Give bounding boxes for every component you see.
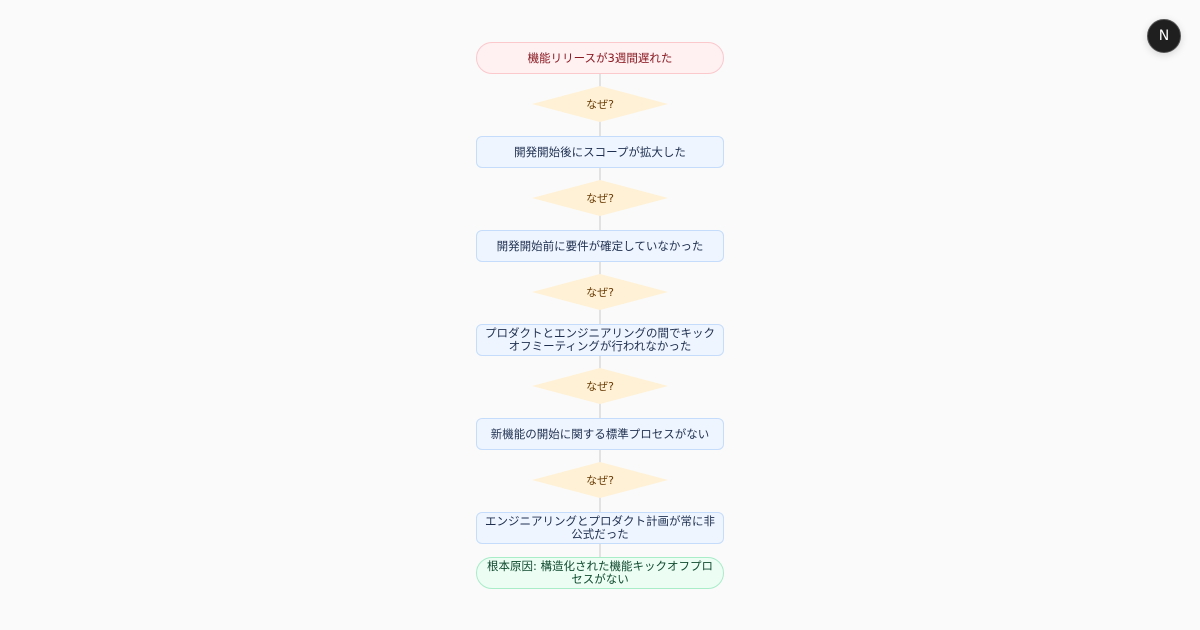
root-cause-node: 根本原因: 構造化された機能キックオフプロセスがない — [476, 557, 724, 589]
why-diamond: なぜ? — [532, 274, 668, 310]
step-node: プロダクトとエンジニアリングの間でキックオフミーティングが行われなかった — [476, 324, 724, 356]
step-node: 開発開始後にスコープが拡大した — [476, 136, 724, 168]
why-label: なぜ? — [586, 286, 614, 299]
step-label: 開発開始前に要件が確定していなかった — [496, 238, 704, 253]
avatar-letter: N — [1158, 28, 1170, 44]
why-diamond: なぜ? — [532, 368, 668, 404]
why-label: なぜ? — [586, 474, 614, 487]
avatar[interactable]: N — [1147, 19, 1181, 53]
why-diamond: なぜ? — [532, 86, 668, 122]
problem-label: 機能リリースが3週間遅れた — [527, 50, 673, 65]
why-diamond: なぜ? — [532, 462, 668, 498]
why-diamond: なぜ? — [532, 180, 668, 216]
connector — [599, 73, 601, 557]
step-node: 開発開始前に要件が確定していなかった — [476, 230, 724, 262]
root-cause-label: 根本原因: 構造化された機能キックオフプロセスがない — [486, 559, 714, 586]
step-label: 新機能の開始に関する標準プロセスがない — [490, 426, 710, 441]
step-label: エンジニアリングとプロダクト計画が常に非公式だった — [485, 514, 715, 541]
problem-node: 機能リリースが3週間遅れた — [476, 42, 724, 74]
step-label: 開発開始後にスコープが拡大した — [514, 144, 686, 159]
step-node: 新機能の開始に関する標準プロセスがない — [476, 418, 724, 450]
why-label: なぜ? — [586, 192, 614, 205]
step-node: エンジニアリングとプロダクト計画が常に非公式だった — [476, 512, 724, 544]
why-label: なぜ? — [586, 380, 614, 393]
step-label: プロダクトとエンジニアリングの間でキックオフミーティングが行われなかった — [485, 326, 715, 353]
why-label: なぜ? — [586, 98, 614, 111]
